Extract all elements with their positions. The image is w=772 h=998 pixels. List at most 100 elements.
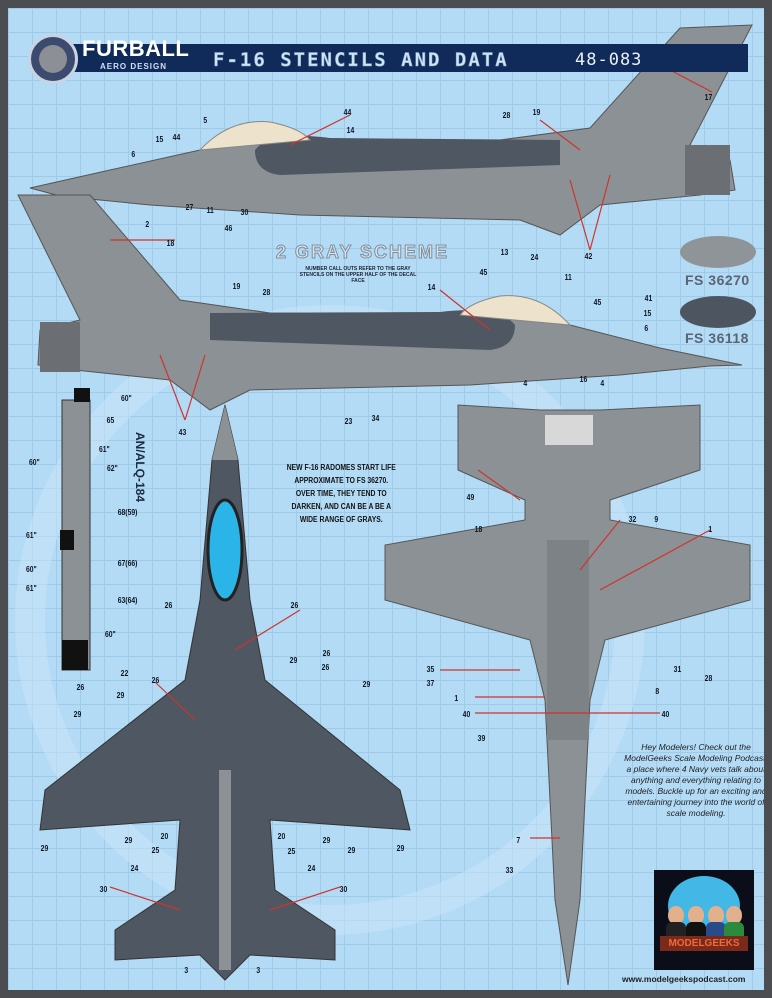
callout-bottom-view: 40 [661,710,670,719]
callout-side-mid: 45 [593,298,602,307]
callout-side-mid: 45 [479,268,488,277]
callout-top-view: 24 [307,864,316,873]
callout-side-mid: 11 [564,273,572,282]
callout-top-view: 29 [116,691,125,700]
callout-top-view: 25 [151,846,160,855]
color-swatch-fs36270 [680,236,756,268]
callout-side-top: 2 [145,220,150,229]
title-banner [68,44,748,72]
callout-top-view: 26 [164,601,173,610]
callout-bottom-view: 1 [454,694,459,703]
callout-top-view: 26 [290,601,299,610]
callout-top-view: 29 [347,846,356,855]
callout-side-top: 17 [704,93,713,102]
callout-bottom-view: 31 [673,665,682,674]
callout-pod: 60" [120,394,132,403]
callout-side-mid: 6 [644,324,649,333]
callout-pod: 65 [106,416,115,425]
ecm-pod [60,388,91,671]
callout-top-view: 26 [76,683,85,692]
callout-side-mid: 28 [262,288,271,297]
podcast-text: Hey Modelers! Check out the ModelGeeks S… [624,742,764,818]
pod-label: AN/ALQ-184 [133,432,147,503]
color-swatch-fs36118 [680,296,756,328]
side-view-middle [17,194,743,411]
callout-bottom-view: 35 [426,665,435,674]
callout-top-view: 29 [124,836,133,845]
callout-side-top: 6 [131,150,136,159]
callout-pod: 63(64) [117,596,138,605]
callout-bottom-view: 32 [628,515,637,524]
callout-bottom-view: 4 [600,379,605,388]
callout-pod: 67(66) [117,559,138,568]
brand-subtitle: AERO DESIGN [100,62,168,71]
callout-bottom-view: 33 [505,866,514,875]
callout-pod: 61" [98,445,110,454]
side-view-top [29,24,753,236]
callout-top-view: 29 [362,680,371,689]
callout-bottom-view: 49 [466,493,475,502]
callout-side-mid: 43 [178,428,187,437]
callout-side-top: 27 [185,203,194,212]
callout-top-view: 24 [130,864,139,873]
callout-bottom-view: 18 [474,525,483,534]
callout-bottom-view: 4 [523,379,528,388]
callout-pod: 60" [28,458,40,467]
callout-top-view: 30 [339,885,348,894]
callout-side-mid: 16 [579,375,588,384]
callout-top-view: 26 [151,676,160,685]
callout-top-view: 26 [322,649,331,658]
callout-top-view: 25 [287,847,296,856]
furball-logo [28,34,78,84]
callout-side-top: 28 [502,111,511,120]
callout-top-view: 29 [289,656,298,665]
callout-bottom-view: 1 [708,525,713,534]
callout-side-top: 44 [343,108,352,117]
callout-side-mid: 15 [643,309,652,318]
callout-top-view: 3 [256,966,261,975]
callout-top-view: 20 [277,832,286,841]
callout-side-mid: 34 [371,414,380,423]
aircraft-illustrations [15,24,753,986]
callout-side-top: 13 [500,248,509,257]
scheme-note: NUMBER CALL OUTS REFER TO THE GRAY STENC… [299,266,417,284]
callout-pod: 60" [25,565,37,574]
callout-side-mid: 18 [166,239,175,248]
podcast-url[interactable]: www.modelgeekspodcast.com [622,974,746,984]
callout-bottom-view: 9 [654,515,659,524]
callout-side-mid: 23 [344,417,353,426]
callout-pod: 61" [25,584,37,593]
callout-bottom-view: 37 [426,679,435,688]
callout-top-view: 22 [120,669,129,678]
leader-lines [109,69,713,911]
decal-sheet: FURBALL AERO DESIGN F-16 STENCILS AND DA… [8,8,764,990]
callout-side-top: 44 [172,133,181,142]
modelgeeks-logo: MODELGEEKS [654,870,754,970]
sheet-code: 48-083 [575,50,643,70]
callout-top-view: 30 [99,885,108,894]
callout-bottom-view: 40 [462,710,471,719]
callout-side-top: 19 [532,108,541,117]
callout-top-view: 29 [40,844,49,853]
callout-side-top: 15 [155,135,164,144]
callout-pod: 68(59) [117,508,138,517]
callout-pod: 61" [25,531,37,540]
callout-side-top: 11 [206,206,214,215]
radome-note: NEW F-16 RADOMES START LIFE APPROXIMATE … [286,463,396,524]
callout-side-top: 24 [530,253,539,262]
callout-bottom-view: 7 [516,836,521,845]
callout-side-mid: 19 [232,282,241,291]
callout-side-mid: 41 [644,294,653,303]
color-label-fs36118: FS 36118 [685,330,749,346]
top-down-view [39,404,411,981]
callout-side-top: 5 [203,116,208,125]
callout-pod: 62" [106,464,118,473]
callout-top-view: 29 [322,836,331,845]
callout-top-view: 29 [73,710,82,719]
callout-top-view: 3 [184,966,189,975]
sheet-title: F-16 STENCILS AND DATA [213,49,509,72]
brand-name: FURBALL [82,36,190,61]
bottom-view [384,404,751,986]
callout-top-view: 20 [160,832,169,841]
callout-side-mid: 14 [427,283,436,292]
